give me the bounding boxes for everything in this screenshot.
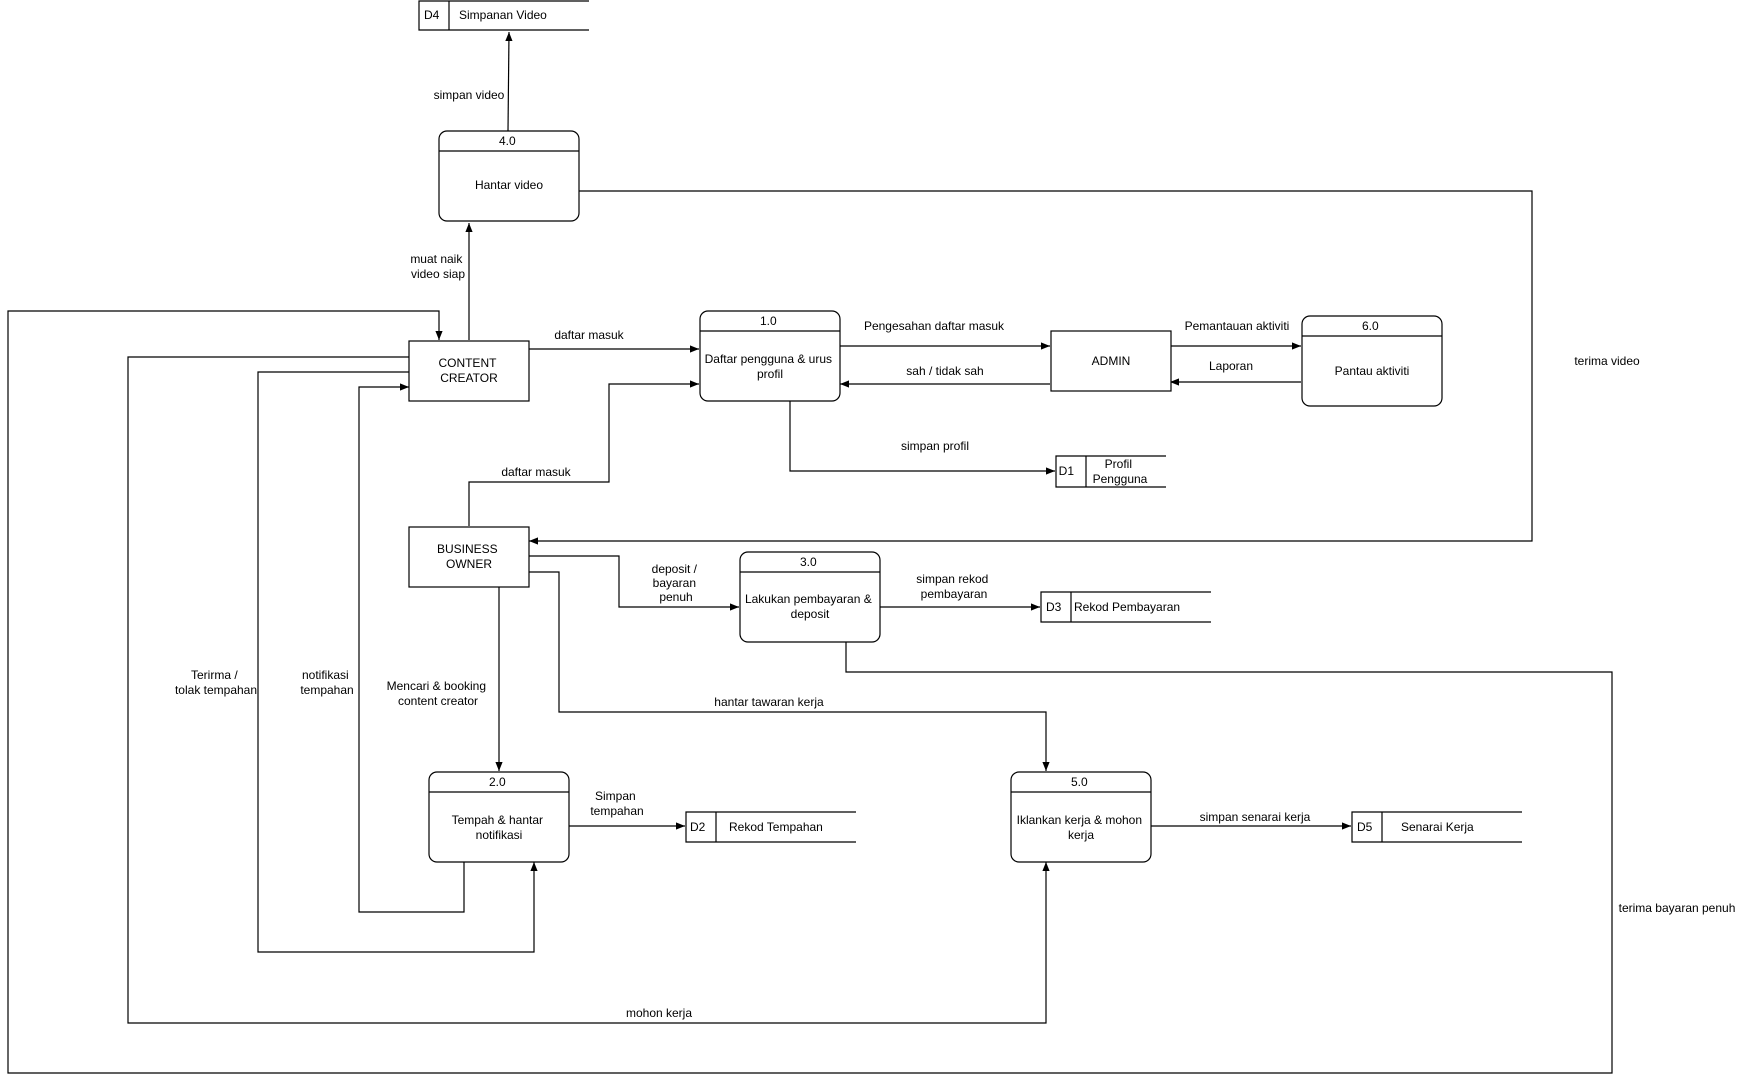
flow-line-simpan-video: [505, 31, 513, 132]
store-d3-id: D3: [1046, 600, 1062, 614]
process-2-0[interactable]: 2.0 Tempah & hantar notifikasi: [428, 771, 570, 863]
svg-text:ADMIN: ADMIN: [1092, 354, 1131, 368]
entity-content-creator-label-1: CONTENT: [438, 356, 497, 370]
store-d1-name-2: Pengguna: [1093, 472, 1148, 486]
flow-label-simpan-tempahan: Simpan tempahan: [590, 789, 643, 818]
svg-text:5.0 Iklankan kerja & m: 5.0 Iklankan kerja & mohon kerja: [1017, 775, 1146, 842]
process-2-0-name-2: notifikasi: [476, 828, 523, 842]
store-d5-id: D5: [1357, 820, 1373, 834]
process-3-0-id: 3.0: [800, 555, 817, 569]
entity-content-creator-label-2: CREATOR: [440, 371, 498, 385]
flow-line-terima-video: [529, 190, 1533, 545]
store-d2[interactable]: D2 Rekod Tempahan: [685, 811, 856, 843]
svg-text:4.0 Hantar video: 4.0 Hantar video: [475, 134, 543, 192]
svg-text:2.0 Tempah & hantar: 2.0 Tempah & hantar notifikasi: [452, 775, 547, 842]
svg-text:D3 Rekod Pembayaran: D3 Rekod Pembayaran: [1046, 600, 1180, 614]
flow-label-terima-bayaran: terima bayaran penuh: [1619, 901, 1736, 915]
flow-label-muat-naik: muat naik video siap: [410, 252, 465, 281]
process-1-0[interactable]: 1.0 Daftar pengguna & urus profil: [699, 310, 841, 402]
store-d3-name: Rekod Pembayaran: [1074, 600, 1180, 614]
store-d4-name: Simpanan Video: [459, 8, 547, 22]
entity-admin[interactable]: ADMIN: [1050, 330, 1172, 392]
process-6-0-id: 6.0: [1362, 319, 1379, 333]
flow-label-simpan-profil: simpan profil: [901, 439, 969, 453]
process-6-0-name-1: Pantau aktiviti: [1335, 364, 1410, 378]
store-d1-name-1: Profil: [1105, 457, 1132, 471]
flow-line-terirma: [257, 371, 538, 953]
store-d4-id: D4: [424, 8, 440, 22]
flow-line-bo-daftar-masuk: [468, 380, 699, 526]
svg-text:D4 Simpanan Video: D4 Simpanan Video: [424, 8, 547, 22]
store-d5[interactable]: D5 Senarai Kerja: [1351, 811, 1522, 843]
flow-label-pengesahan: Pengesahan daftar masuk: [864, 319, 1005, 333]
flow-label-bo-daftar-masuk: daftar masuk: [501, 465, 571, 479]
flow-label-notifikasi: notifikasi tempahan: [300, 668, 353, 697]
flow-label-mohon-kerja: mohon kerja: [626, 1006, 692, 1020]
entity-business-owner-label-1: BUSINESS: [437, 542, 498, 556]
svg-text:1.0 Daftar pengguna &: 1.0 Daftar pengguna & urus profil: [705, 314, 836, 381]
store-d1[interactable]: D1 Profil Pengguna: [1055, 455, 1166, 488]
process-4-0-name-1: Hantar video: [475, 178, 543, 192]
flow-label-simpan-video: simpan video: [434, 88, 505, 102]
store-d2-name: Rekod Tempahan: [729, 820, 823, 834]
flow-label-pemantauan: Pemantauan aktiviti: [1185, 319, 1290, 333]
flow-label-sah: sah / tidak sah: [906, 364, 983, 378]
svg-text:CONTENT CREATOR: CONTENT CREATOR: [438, 356, 499, 385]
process-2-0-id: 2.0: [489, 775, 506, 789]
flow-line-simpan-profil: [789, 401, 1055, 475]
flow-label-simpan-rekod: simpan rekod pembayaran: [916, 572, 991, 601]
process-5-0-name-2: kerja: [1068, 828, 1094, 842]
svg-text:D1 Profil Peng: D1 Profil Pengguna: [1059, 457, 1148, 486]
process-5-0-name-1: Iklankan kerja & mohon: [1017, 813, 1142, 827]
flow-label-mencari: Mencari & booking content creator: [387, 679, 490, 708]
flow-line-mohon-kerja: [127, 356, 1050, 1024]
process-1-0-name-2: profil: [757, 367, 783, 381]
svg-text:D5 Senarai Kerja: D5 Senarai Kerja: [1357, 820, 1474, 834]
flow-line-deposit: [529, 555, 739, 611]
flow-label-cc-daftar-masuk: daftar masuk: [554, 328, 624, 342]
process-5-0[interactable]: 5.0 Iklankan kerja & mohon kerja: [1010, 771, 1152, 863]
process-3-0-name-1: Lakukan pembayaran &: [745, 592, 872, 606]
process-5-0-id: 5.0: [1071, 775, 1088, 789]
flow-label-simpan-senarai: simpan senarai kerja: [1200, 810, 1311, 824]
flow-label-terima-video: terima video: [1574, 354, 1640, 368]
flow-line-terima-bayaran: [7, 310, 1613, 1074]
process-3-0-name-2: deposit: [791, 607, 830, 621]
flow-label-laporan: Laporan: [1209, 359, 1253, 373]
store-d5-name: Senarai Kerja: [1401, 820, 1474, 834]
process-3-0[interactable]: 3.0 Lakukan pembayaran & deposit: [739, 551, 881, 643]
flow-line-notifikasi: [358, 383, 465, 913]
store-d2-id: D2: [690, 820, 706, 834]
flow-line-hantar-tawaran: [529, 571, 1050, 771]
svg-text:6.0 Pantau aktiviti: 6.0 Pantau aktiviti: [1335, 319, 1410, 378]
process-6-0[interactable]: 6.0 Pantau aktiviti: [1301, 315, 1443, 407]
process-4-0-id: 4.0: [499, 134, 516, 148]
entity-admin-label: ADMIN: [1092, 354, 1131, 368]
flow-label-terirma: Terirma / tolak tempahan: [175, 668, 257, 697]
entity-business-owner-label-2: OWNER: [446, 557, 492, 571]
store-d1-id: D1: [1059, 464, 1075, 478]
process-4-0[interactable]: 4.0 Hantar video: [438, 130, 580, 222]
svg-text:D2 Rekod Tempahan: D2 Rekod Tempahan: [690, 820, 823, 834]
entity-content-creator[interactable]: CONTENT CREATOR: [408, 340, 530, 402]
entity-business-owner[interactable]: BUSINESS OWNER: [408, 526, 530, 588]
svg-text:3.0 Lakukan pembayaran: 3.0 Lakukan pembayaran & deposit: [745, 555, 875, 621]
process-1-0-id: 1.0: [760, 314, 777, 328]
process-2-0-name-1: Tempah & hantar: [452, 813, 543, 827]
flow-label-deposit: deposit / bayaran penuh: [652, 562, 701, 604]
process-1-0-name-1: Daftar pengguna & urus: [705, 352, 832, 366]
flow-label-hantar-tawaran: hantar tawaran kerja: [714, 695, 824, 709]
svg-text:BUSINESS OWNER: BUSINESS OWNER: [437, 542, 501, 571]
store-d3[interactable]: D3 Rekod Pembayaran: [1040, 591, 1211, 623]
store-d4[interactable]: D4 Simpanan Video: [418, 0, 589, 31]
